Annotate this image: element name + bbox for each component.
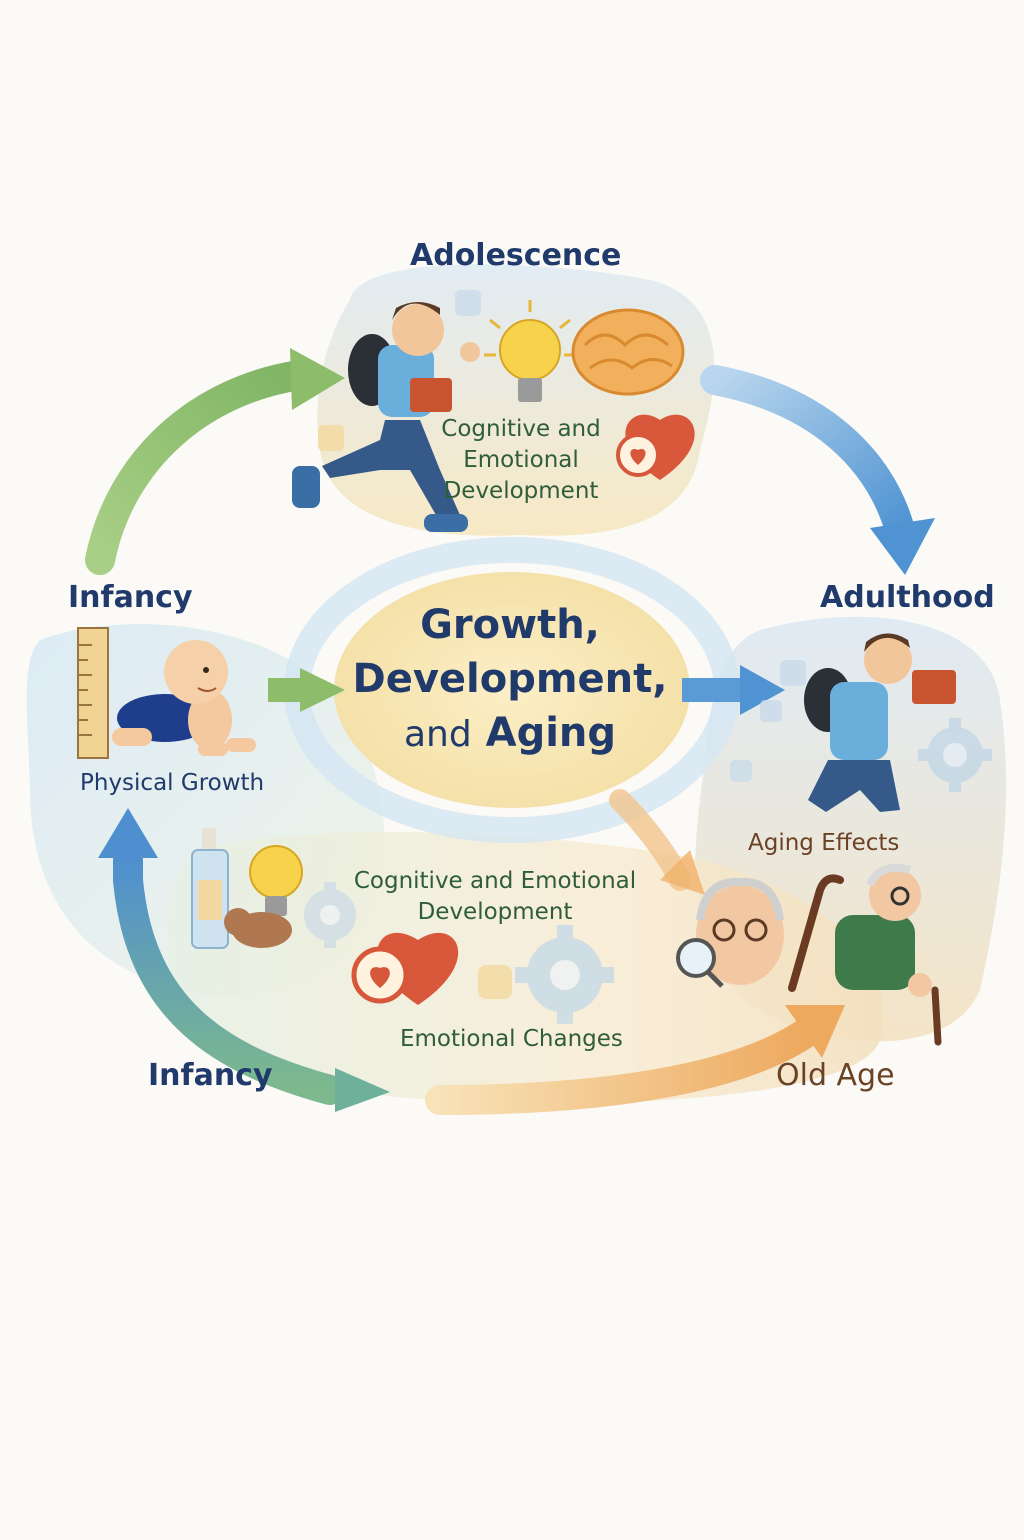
arrow-left-upward — [113, 845, 345, 1105]
center-ellipse — [334, 572, 690, 808]
adolescence-caption-line2: Emotional — [463, 447, 579, 473]
center-title: Growth, Development, and Aging — [330, 598, 690, 762]
arrow-infancy-to-adolescence — [85, 360, 315, 575]
emotional-changes-caption: Emotional Changes — [400, 1026, 623, 1052]
reader-icon — [804, 633, 956, 812]
physical-growth-caption: Physical Growth — [80, 770, 265, 796]
teddy-icon — [224, 908, 292, 948]
magnifier-icon — [676, 938, 724, 988]
arrow-head-green-top — [290, 348, 345, 410]
arrow-head-blue-top — [870, 518, 935, 575]
brain-icon — [571, 308, 685, 396]
adolescence-caption-line1: Cognitive and — [441, 416, 601, 442]
arrow-head-left-up — [98, 808, 158, 858]
baby-icon — [112, 640, 256, 756]
arrow-head-orange-bottom — [785, 1005, 845, 1058]
center-title-line2: Development, — [352, 656, 668, 702]
stage-title-adolescence: Adolescence — [410, 238, 622, 273]
cognitive-emotional-line1: Cognitive and Emotional — [353, 868, 637, 894]
elder-face-icon — [696, 877, 784, 985]
bottle-icon — [191, 828, 229, 949]
puzzle-decoration — [318, 425, 512, 999]
cognitive-emotional-caption: Cognitive and Emotional Development — [340, 866, 650, 928]
gear-icon — [304, 882, 356, 948]
cane-icon — [788, 874, 844, 992]
stage-title-infancy-bottom: Infancy — [148, 1058, 273, 1093]
elder-cane-icon — [835, 863, 942, 1046]
center-title-prefix: and — [403, 714, 472, 755]
adolescence-caption: Cognitive and Emotional Development — [436, 414, 606, 507]
ruler-icon — [77, 627, 109, 759]
lightbulb-icon — [484, 300, 576, 402]
lightbulb-icon — [249, 845, 303, 916]
heart-icon — [616, 414, 695, 480]
gear-icon — [515, 925, 614, 1024]
arrow-adolescence-to-adulthood — [700, 365, 915, 545]
stage-title-infancy-top: Infancy — [68, 580, 193, 615]
arrow-bottom-to-old-age — [425, 1015, 825, 1115]
center-title-line1: Growth, — [420, 602, 600, 648]
stage-title-adulthood: Adulthood — [820, 580, 995, 615]
heart-icon — [351, 932, 459, 1005]
stage-title-old-age: Old Age — [776, 1058, 895, 1093]
center-title-line3: and Aging — [330, 706, 690, 762]
student-icon — [292, 302, 480, 532]
puzzle-decoration — [455, 290, 806, 782]
cognitive-emotional-line2: Development — [417, 899, 573, 925]
arrow-head-orange-center — [660, 850, 705, 895]
arrow-head-green-center — [300, 668, 345, 712]
aging-effects-caption: Aging Effects — [748, 830, 900, 856]
arrow-head-blue-center — [740, 665, 785, 715]
gear-icon — [918, 718, 992, 792]
adolescence-caption-line3: Development — [443, 478, 599, 504]
center-title-main: Aging — [485, 710, 617, 756]
arrow-head-left-bottom — [335, 1068, 390, 1112]
